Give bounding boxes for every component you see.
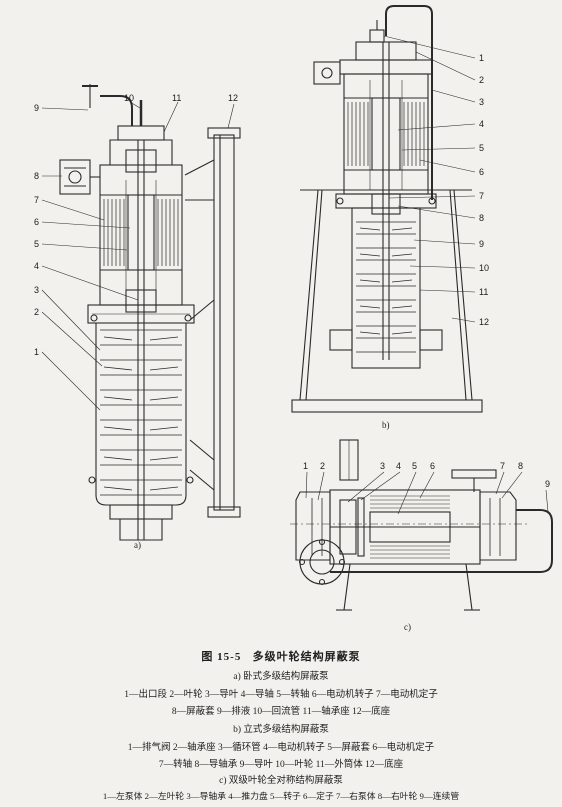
callout-a-6: 6 <box>34 217 39 227</box>
callout-a-7: 7 <box>34 195 39 205</box>
callout-c-8: 8 <box>518 461 523 471</box>
callouts-a: 1 2 3 4 5 6 7 8 9 10 11 12 <box>34 93 238 357</box>
callout-b-1: 1 <box>479 53 484 63</box>
callout-c-3: 3 <box>380 461 385 471</box>
section-c-heading: c) 双级叶轮全对称结构屏蔽泵 <box>219 776 343 786</box>
caption-title: 多级叶轮结构屏蔽泵 <box>252 651 361 663</box>
callout-b-5: 5 <box>479 143 484 153</box>
subfigure-labels: a) b) c) <box>134 420 411 632</box>
callout-a-4: 4 <box>34 261 39 271</box>
section-b-heading: b) 立式多级结构屏蔽泵 <box>233 725 329 735</box>
callout-c-2: 2 <box>320 461 325 471</box>
callout-b-4: 4 <box>479 119 484 129</box>
section-c-line-1: 1—左泵体 2—左叶轮 3—导轴承 4—推力盘 5—转子 6—定子 7—右泵体 … <box>102 791 460 801</box>
callouts-c: 1 2 3 4 5 6 7 8 9 <box>303 461 550 489</box>
callout-a-9: 9 <box>34 103 39 113</box>
subfig-label-a: a) <box>134 540 141 550</box>
callout-a-11: 11 <box>172 93 181 103</box>
callout-a-2: 2 <box>34 307 39 317</box>
section-b-line-2: 7—转轴 8—导轴承 9—导叶 10—叶轮 11—外筒体 12—底座 <box>158 760 404 770</box>
drawing-c <box>290 439 553 611</box>
section-a-line-2: 8—屏蔽套 9—排液 10—回流管 11—轴承座 12—底座 <box>171 707 391 717</box>
callout-b-11: 11 <box>479 287 488 297</box>
section-b-line-1: 1—排气阀 2—轴承座 3—循环管 4—电动机转子 5—屏蔽套 6—电动机定子 <box>127 743 435 753</box>
technical-drawing: 1 2 3 4 5 6 7 8 9 10 11 12 1 2 3 4 5 6 7… <box>34 5 553 632</box>
callout-b-2: 2 <box>479 75 484 85</box>
caption-number: 图 15-5 <box>201 651 242 663</box>
callout-b-12: 12 <box>479 317 489 327</box>
callout-a-5: 5 <box>34 239 39 249</box>
callout-b-7: 7 <box>479 191 484 201</box>
callout-b-9: 9 <box>479 239 484 249</box>
drawing-b <box>291 5 483 413</box>
callout-c-6: 6 <box>430 461 435 471</box>
callout-c-9: 9 <box>545 479 550 489</box>
callout-b-8: 8 <box>479 213 484 223</box>
callout-c-4: 4 <box>396 461 401 471</box>
section-a-line-1: 1—出口段 2—叶轮 3—导叶 4—导轴 5—转轴 6—电动机转子 7—电动机定… <box>124 690 438 700</box>
callout-c-7: 7 <box>500 461 505 471</box>
subfig-label-c: c) <box>404 622 411 632</box>
callout-a-3: 3 <box>34 285 39 295</box>
callout-a-10: 10 <box>124 93 134 103</box>
callout-c-5: 5 <box>412 461 417 471</box>
drawing-a <box>41 84 241 541</box>
subfig-label-b: b) <box>382 420 390 430</box>
callouts-b: 1 2 3 4 5 6 7 8 9 10 11 12 <box>479 53 489 327</box>
callout-b-10: 10 <box>479 263 489 273</box>
callout-a-1: 1 <box>34 347 39 357</box>
callout-a-8: 8 <box>34 171 39 181</box>
callout-a-12: 12 <box>228 93 238 103</box>
section-a-heading: a) 卧式多级结构屏蔽泵 <box>233 672 329 682</box>
figure-caption: 图 15-5 多级叶轮结构屏蔽泵 <box>0 648 562 664</box>
callout-b-3: 3 <box>479 97 484 107</box>
callout-c-1: 1 <box>303 461 308 471</box>
callout-b-6: 6 <box>479 167 484 177</box>
